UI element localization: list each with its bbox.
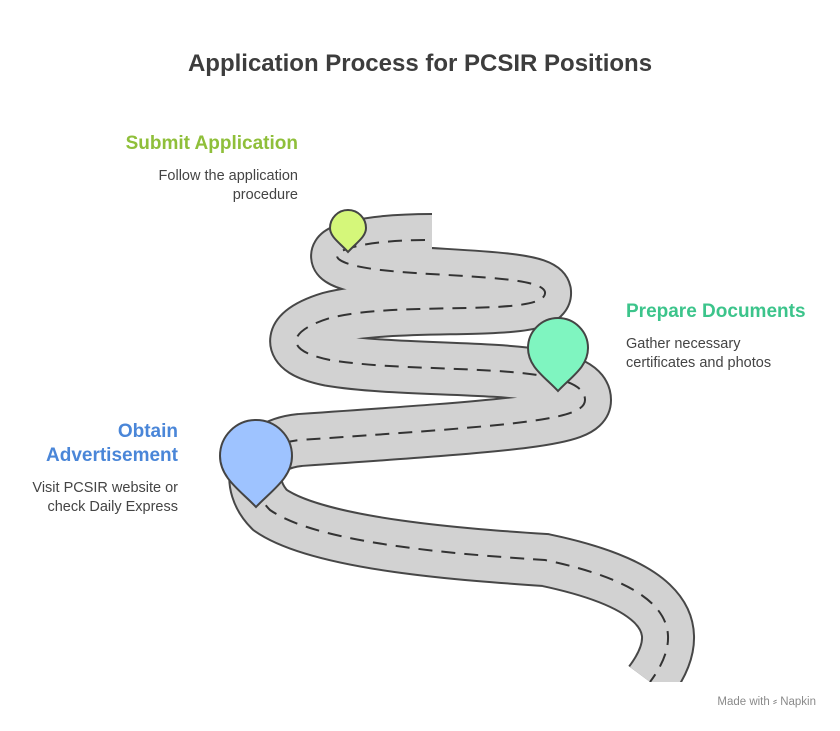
step-submit-application-desc: Follow the application procedure	[159, 167, 298, 205]
road-surface	[230, 215, 693, 697]
diagram-title: Application Process for PCSIR Positions	[187, 50, 653, 77]
desc-line: Visit PCSIR website or	[32, 480, 178, 496]
step-obtain-advertisement-desc: Visit PCSIR website or check Daily Expre…	[32, 479, 178, 517]
desc-line: Gather necessary	[626, 336, 741, 352]
desc-line: check Daily Express	[47, 499, 178, 515]
napkin-logo-icon: ⸗	[772, 694, 777, 708]
title-line: Advertisement	[46, 445, 178, 466]
step-prepare-documents-title: Prepare Documents	[626, 301, 806, 322]
step-obtain-advertisement-title: Obtain Advertisement	[46, 420, 178, 468]
step-2-location-pin-icon	[526, 317, 590, 393]
step-prepare-documents-desc: Gather necessary certificates and photos	[626, 335, 771, 373]
step-3-location-pin-icon	[218, 419, 294, 509]
step-1-location-pin-icon	[328, 209, 368, 254]
step-submit-application-title: Submit Application	[125, 133, 298, 154]
title-line: Obtain	[117, 421, 178, 442]
made-with-label: Made with	[717, 696, 770, 708]
desc-line: certificates and photos	[626, 355, 772, 371]
desc-line: procedure	[232, 187, 298, 203]
napkin-brand: Napkin	[780, 696, 816, 708]
made-with-napkin-footer: Made with ⸗ Napkin	[717, 694, 816, 708]
desc-line: Follow the application	[158, 168, 298, 184]
